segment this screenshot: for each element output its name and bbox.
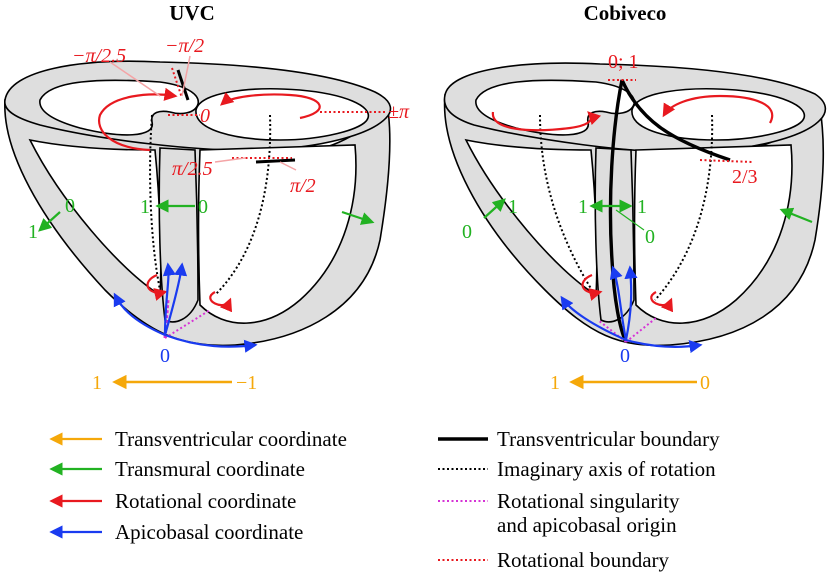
uvc-tm-label-a: 0	[65, 195, 75, 217]
legend-item-rotational-boundary: Rotational boundary	[438, 548, 670, 572]
uvc-rot-label-pm-pi: ±π	[388, 101, 410, 123]
cobiveco-tv-label-left: 1	[550, 372, 560, 394]
legend-item-rotational: Rotational coordinate	[49, 489, 296, 513]
legend-label-axis-of-rotation: Imaginary axis of rotation	[497, 457, 716, 481]
cobiveco-tv-label-right: 0	[700, 372, 710, 394]
cobiveco-panel: Cobiveco	[443, 1, 827, 394]
uvc-tm-label-d: 0	[198, 196, 208, 218]
legend-label-rotational: Rotational coordinate	[115, 489, 296, 513]
uvc-tv-label-right: −1	[236, 372, 257, 394]
uvc-panel: UVC	[4, 1, 410, 394]
cobiveco-apicobasal-label: 0	[620, 345, 630, 367]
legend-item-transventricular: Transventricular coordinate	[49, 427, 347, 451]
cobiveco-heart	[443, 62, 827, 354]
uvc-tv-label-left: 1	[92, 372, 102, 394]
legend-label-transventricular: Transventricular coordinate	[115, 427, 347, 451]
cobiveco-tm-label-e: 0	[645, 226, 655, 248]
cobiveco-tm-label-a: 0	[462, 221, 472, 243]
uvc-title: UVC	[169, 1, 215, 25]
legend-label-singularity-line2: and apicobasal origin	[497, 513, 677, 537]
cobiveco-rot-label-two-thirds: 2/3	[732, 166, 758, 188]
uvc-tm-label-c: 1	[140, 196, 150, 218]
uvc-rot-label-pi-2: π/2	[290, 175, 316, 197]
cobiveco-tm-label-c: 1	[578, 196, 588, 218]
legend-label-rotational-boundary: Rotational boundary	[497, 548, 670, 572]
legend-item-axis-of-rotation: Imaginary axis of rotation	[438, 457, 716, 481]
cobiveco-tm-label-b: 1	[508, 196, 518, 218]
uvc-rot-label-neg-pi-2-5: −π/2.5	[72, 45, 126, 67]
cobiveco-tm-label-d: 1	[637, 196, 647, 218]
uvc-tm-label-b: 1	[28, 221, 38, 243]
uvc-rot-label-neg-pi-2: −π/2	[165, 35, 204, 57]
legend-label-transventricular-boundary: Transventricular boundary	[497, 427, 720, 451]
legend-item-singularity: Rotational singularity and apicobasal or…	[438, 489, 680, 537]
legend-item-transmural: Transmural coordinate	[49, 457, 305, 481]
uvc-rot-label-pi-2-5: π/2.5	[172, 158, 213, 180]
legend-item-transventricular-boundary: Transventricular boundary	[438, 427, 720, 451]
legend-item-apicobasal: Apicobasal coordinate	[49, 520, 303, 544]
legend-label-singularity-line1: Rotational singularity	[497, 489, 680, 513]
uvc-rot-label-zero: 0	[200, 105, 210, 127]
cobiveco-rot-label-zero-one: 0; 1	[608, 51, 639, 73]
uvc-heart	[4, 60, 392, 353]
cobiveco-title: Cobiveco	[584, 1, 667, 25]
legend-label-apicobasal: Apicobasal coordinate	[115, 520, 303, 544]
legend: Transventricular coordinate Transmural c…	[49, 427, 720, 572]
uvc-apicobasal-label: 0	[160, 345, 170, 367]
legend-label-transmural: Transmural coordinate	[115, 457, 305, 481]
